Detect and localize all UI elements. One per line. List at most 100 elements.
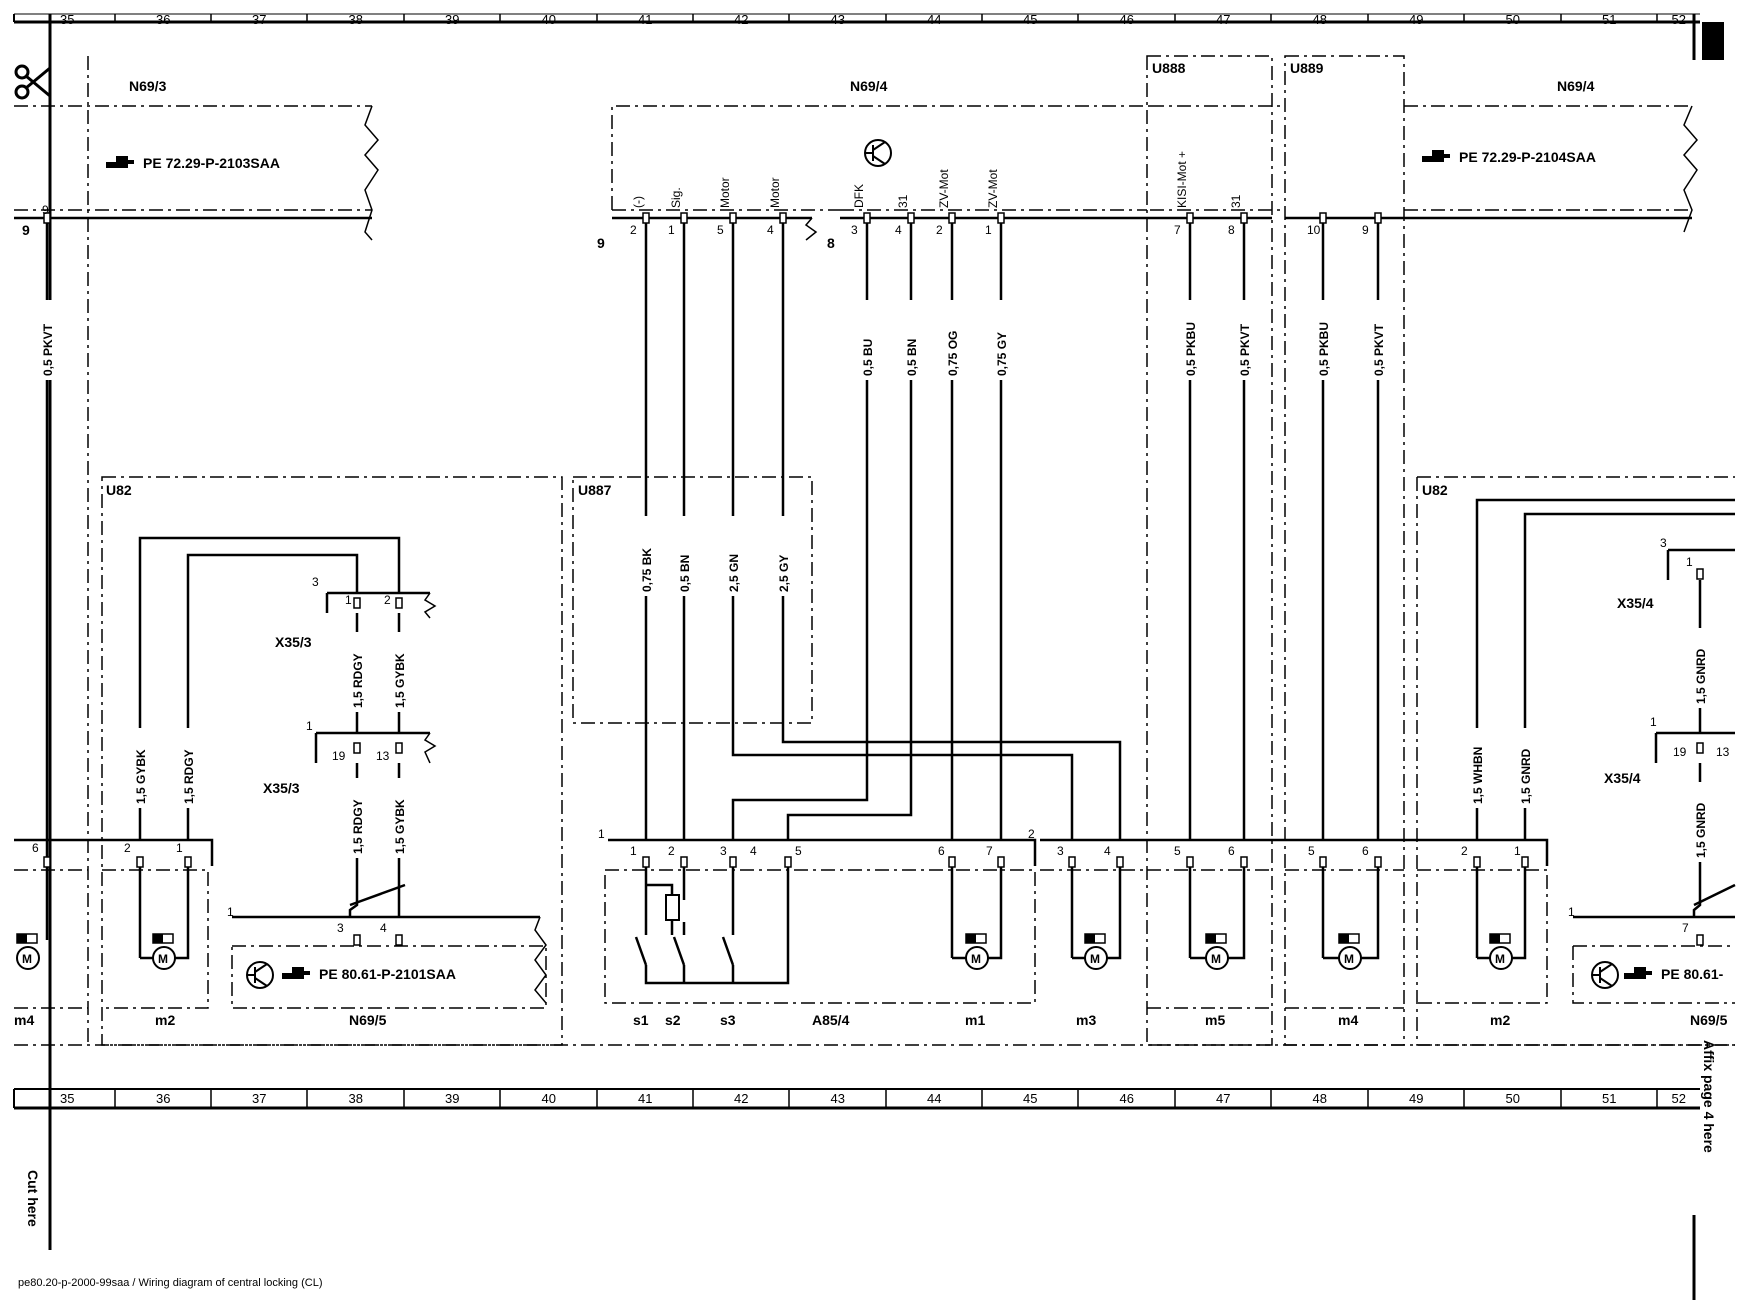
ref-n69-5-left: PE 80.61-P-2101SAA	[319, 966, 456, 982]
transistor-icon-n69-5-right	[1591, 961, 1619, 989]
n69-3-left-box	[14, 105, 372, 211]
terminal-pin	[1374, 212, 1382, 224]
wire-u82l-rdgy	[186, 553, 359, 840]
bpin-m4-6: 6	[1362, 844, 1369, 858]
ruler-number-bottom: 51	[1602, 1091, 1616, 1106]
x35-4-bot-label: X35/4	[1604, 770, 1641, 786]
pin-19: 19	[332, 749, 346, 763]
ruler-number-top: 40	[542, 12, 556, 27]
module-u887: U887	[578, 482, 612, 498]
terminal-pin	[729, 856, 737, 868]
conn-bar-bottom-left	[14, 838, 214, 866]
ruler-number-bottom: 49	[1409, 1091, 1423, 1106]
top-pin-number: 1	[985, 223, 992, 237]
cut-here-label: Cut here	[25, 1170, 41, 1227]
bpin-rm2-2: 2	[1461, 844, 1468, 858]
u82-right-box	[1416, 476, 1735, 1046]
motor-m3-icon	[1084, 933, 1108, 970]
terminal-pin	[1696, 742, 1704, 754]
ruler-number-top: 44	[927, 12, 941, 27]
ruler-number-top: 41	[638, 12, 652, 27]
wire-label: 1,5 GYBK	[134, 749, 148, 804]
ruler-number-bottom: 48	[1313, 1091, 1327, 1106]
terminal-pin	[1240, 212, 1248, 224]
terminal-pin	[395, 934, 403, 946]
top-pin-number: 3	[851, 223, 858, 237]
conn-label-mid-a: 9	[597, 235, 605, 251]
module-n69-4-mid: N69/4	[850, 78, 888, 94]
ruler-number-bottom: 40	[542, 1091, 556, 1106]
motor-m4-left-icon	[16, 933, 40, 970]
ruler-number-top: 52	[1672, 12, 1686, 27]
terminal-pin	[43, 212, 51, 224]
module-u889: U889	[1290, 60, 1324, 76]
module-u82-right: U82	[1422, 482, 1448, 498]
m2l-loop	[138, 866, 190, 960]
terminal-pin	[729, 212, 737, 224]
terminal-pin	[997, 856, 1005, 868]
n69-4-right-box	[840, 105, 1692, 211]
m2r-loop	[1475, 866, 1527, 960]
switch-n69-5-r	[1693, 883, 1736, 907]
wire-label: 0,75 GY	[995, 332, 1009, 376]
m2-left-box	[102, 869, 209, 1009]
bpin-rm2-1: 1	[1514, 844, 1521, 858]
a85-resistor	[665, 894, 680, 921]
module-n69-4-right: N69/4	[1557, 78, 1595, 94]
m4-loop	[1321, 866, 1380, 960]
ruler-number-top: 35	[60, 12, 74, 27]
pin-1a: 1	[345, 593, 352, 607]
affix-label: Affix page 4 here	[1701, 1040, 1717, 1153]
x35-3-top-label: X35/3	[275, 634, 312, 650]
bpin-m3-3: 3	[1057, 844, 1064, 858]
hand-pointer-icon-left	[106, 156, 134, 168]
comp-s2: s2	[665, 1012, 681, 1028]
ruler-number-top: 49	[1409, 12, 1423, 27]
ruler-number-top: 36	[156, 12, 170, 27]
top-pin-number: 2	[630, 223, 637, 237]
pin-2a: 2	[384, 593, 391, 607]
wave-x35-3-bot	[423, 732, 437, 764]
x35-4-top-label: X35/4	[1617, 595, 1654, 611]
bpin-a85-2: 2	[668, 844, 675, 858]
ruler-number-bottom: 39	[445, 1091, 459, 1106]
wave-mid-conn	[804, 217, 818, 241]
m3-loop	[1070, 866, 1122, 960]
hand-pointer-icon-right	[1422, 150, 1450, 162]
top-pin-number: 8	[1228, 223, 1235, 237]
wire-u82r-whbn	[1475, 498, 1735, 840]
wire-label: 1,5 GYBK	[393, 799, 407, 854]
ruler-number-bottom: 50	[1506, 1091, 1520, 1106]
ruler-number-top: 48	[1313, 12, 1327, 27]
wire-label: 1,5 GNRD	[1694, 802, 1708, 858]
top-pin-signal: KISI-Mot +	[1175, 151, 1189, 208]
a85-circuit	[644, 866, 790, 985]
top-pin-signal: Motor	[768, 177, 782, 208]
terminal-pin	[948, 212, 956, 224]
terminal-pin	[1473, 856, 1481, 868]
terminal-pin	[1186, 856, 1194, 868]
ruler-number-top: 39	[445, 12, 459, 27]
terminal-pin	[1319, 856, 1327, 868]
ruler-number-top: 50	[1506, 12, 1520, 27]
bpin-n69-5-3: 3	[337, 921, 344, 935]
top-pin-number: 4	[895, 223, 902, 237]
wire-label: 1,5 RDGY	[351, 799, 365, 854]
ruler-number-bottom: 41	[638, 1091, 652, 1106]
conn-bar-x35-3-top	[325, 591, 430, 613]
wire-label: 2,5 GN	[727, 554, 741, 592]
wire-label: 0,5 BN	[905, 339, 919, 376]
bpin-n69-5-4: 4	[380, 921, 387, 935]
terminal-pin	[1696, 934, 1704, 946]
bpin-m5-6: 6	[1228, 844, 1235, 858]
wire-label: 0,5 PKBU	[1317, 322, 1331, 376]
comp-s3: s3	[720, 1012, 736, 1028]
ref-n69-5-right: PE 80.61-	[1661, 966, 1724, 982]
terminal-pin	[1068, 856, 1076, 868]
bpin-a85-6: 6	[938, 844, 945, 858]
top-pin-signal: 31	[896, 194, 910, 208]
terminal-pin	[1319, 212, 1327, 224]
conn-bar-x35-4-bot	[1654, 731, 1735, 763]
